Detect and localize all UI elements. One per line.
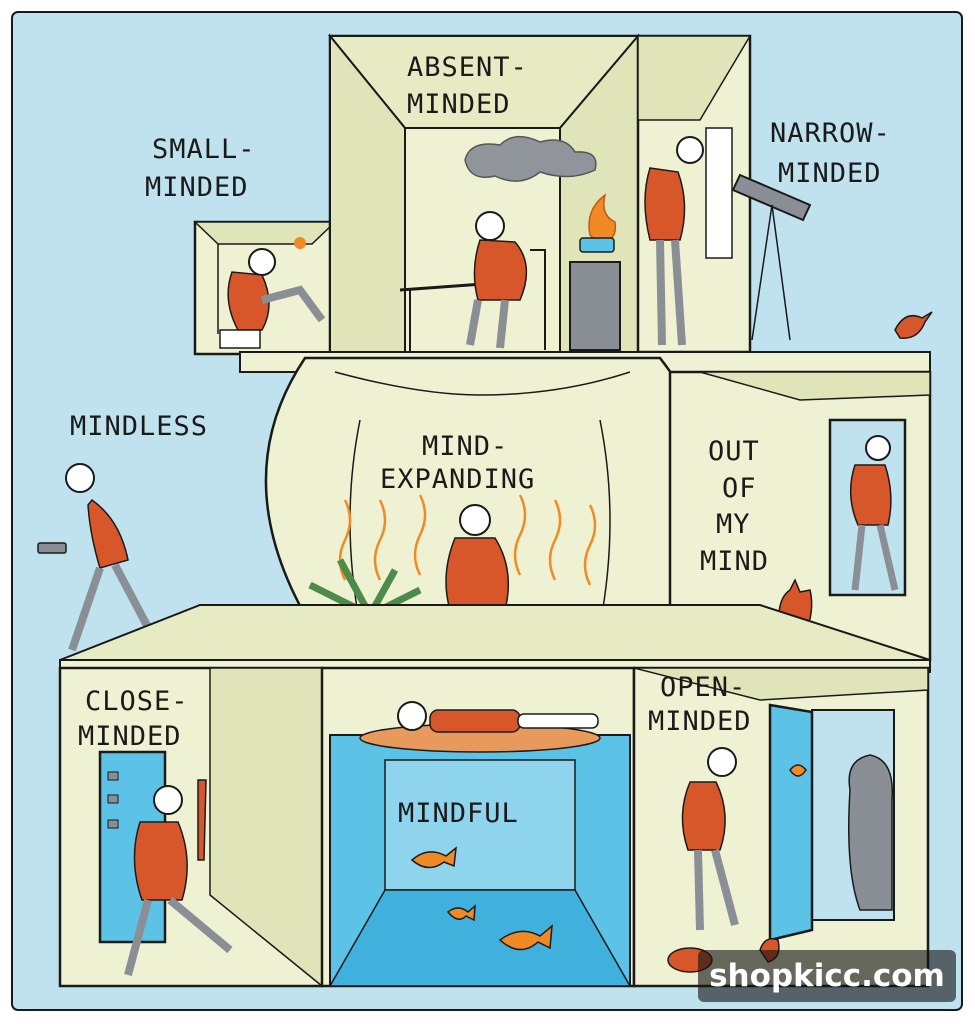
smoke-cloud: [464, 136, 597, 182]
label-out-of-my-mind-line3: MY: [716, 509, 751, 540]
fish-icon: [446, 904, 476, 922]
watermark-badge: shopkicc.com: [698, 950, 956, 1002]
label-small-minded-line1: SMALL-: [152, 134, 256, 165]
plant: [308, 558, 422, 619]
label-mind-expanding-line1: MIND-: [422, 431, 508, 462]
label-narrow-minded-line2: MINDED: [778, 158, 882, 189]
small-minded-room: [193, 220, 337, 356]
label-close-minded-line1: CLOSE-: [85, 686, 189, 717]
label-mindful: MINDFUL: [398, 798, 519, 829]
mind-expanding-room: [264, 356, 709, 646]
mindful-room: [320, 666, 636, 988]
label-mindless: MINDLESS: [70, 411, 208, 442]
label-out-of-my-mind-line1: OUT: [708, 436, 760, 467]
fish-icon: [498, 924, 553, 951]
label-absent-minded-line2: MINDED: [407, 89, 511, 120]
labels: SMALL- MINDED ABSENT- MINDED NARROW- MIN…: [70, 52, 891, 829]
open-minded-room: [632, 666, 930, 988]
absent-minded-room: [327, 33, 641, 358]
label-out-of-my-mind-line2: OF: [722, 473, 757, 504]
baseball-bat: [197, 779, 207, 861]
narrow-minded-room: [636, 34, 933, 354]
elephant: [848, 754, 894, 911]
label-mind-expanding-line2: EXPANDING: [380, 464, 535, 495]
telescope: [731, 173, 812, 222]
label-open-minded-line2: MINDED: [648, 706, 752, 737]
label-small-minded-line2: MINDED: [145, 172, 249, 203]
label-open-minded-line1: OPEN-: [660, 672, 746, 703]
label-close-minded-line2: MINDED: [78, 721, 182, 752]
label-narrow-minded-line1: NARROW-: [770, 118, 891, 149]
watermark-text: shopkicc.com: [709, 958, 945, 994]
label-out-of-my-mind-line4: MIND: [700, 546, 769, 577]
out-of-my-mind-room: [668, 370, 932, 662]
open-door: [768, 703, 814, 942]
close-minded-room: [58, 666, 324, 988]
fish-icon: [410, 846, 457, 869]
bird-icon: [894, 311, 933, 339]
label-absent-minded-line1: ABSENT-: [407, 52, 528, 83]
